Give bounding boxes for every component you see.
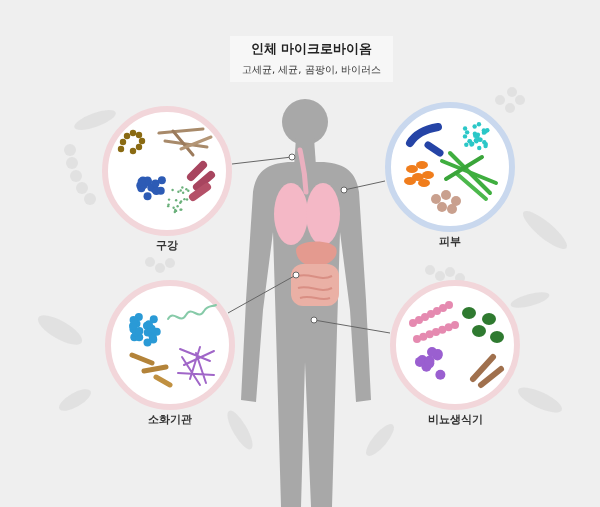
title-block: 인체 마이크로바이옴고세균, 세균, 곰팡이, 바이러스 bbox=[230, 36, 393, 82]
subtitle: 고세균, 세균, 곰팡이, 바이러스 bbox=[242, 63, 381, 77]
microbiome-circle: 구강 bbox=[101, 105, 233, 255]
region-label: 구강 bbox=[101, 238, 233, 253]
organs bbox=[274, 150, 340, 306]
circle-outline bbox=[389, 279, 521, 411]
region-label: 피부 bbox=[384, 234, 516, 249]
circle-outline bbox=[384, 101, 516, 233]
leader-dots bbox=[289, 154, 347, 323]
region-label: 소화기관 bbox=[104, 412, 236, 427]
circle-outline bbox=[101, 105, 233, 237]
microbiome-circle: 소화기관 bbox=[104, 279, 236, 429]
microbiome-circle: 비뇨생식기 bbox=[389, 279, 521, 429]
circle-outline bbox=[104, 279, 236, 411]
leader-lines bbox=[228, 157, 390, 333]
microbiome-circle: 피부 bbox=[384, 101, 516, 251]
region-label: 비뇨생식기 bbox=[389, 412, 521, 427]
title: 인체 마이크로바이옴 bbox=[242, 40, 381, 58]
